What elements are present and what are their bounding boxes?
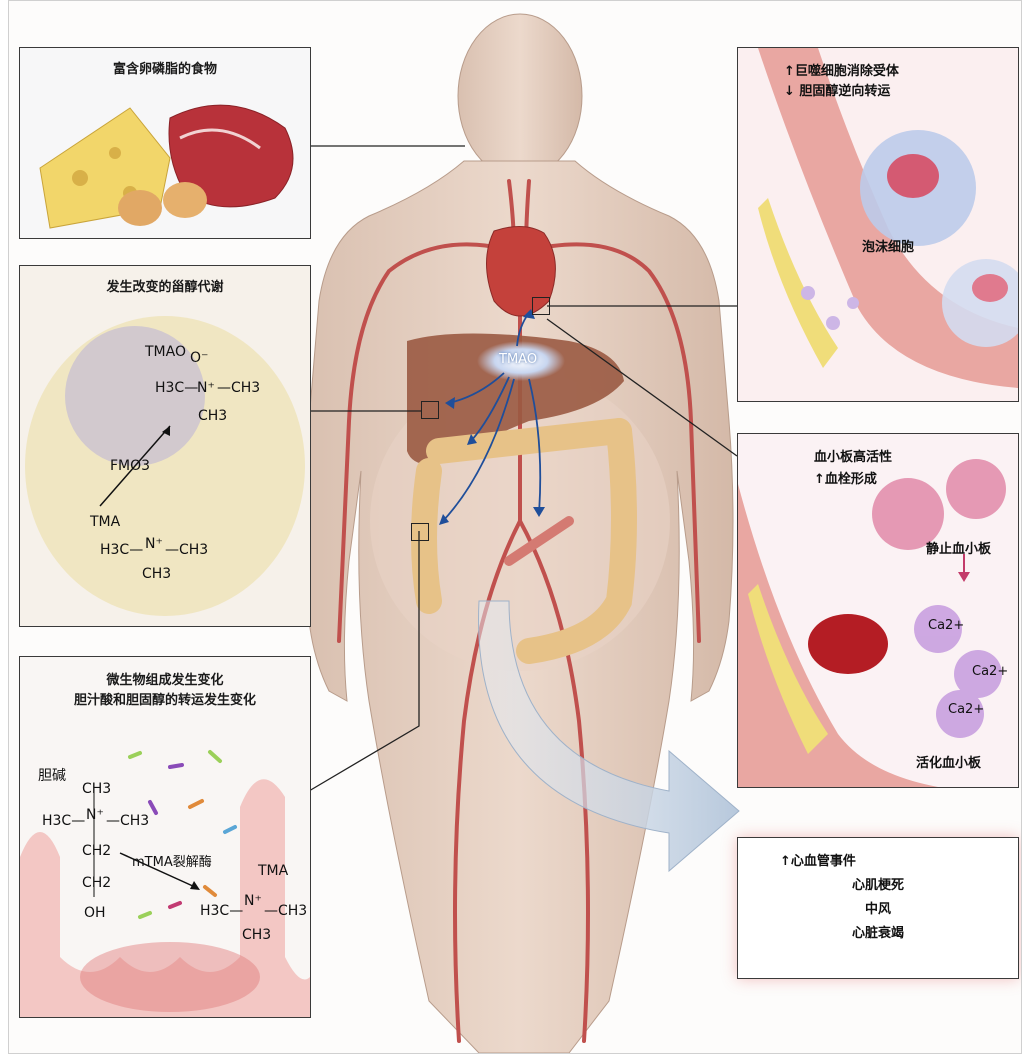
liver-tma-label: TMA bbox=[90, 514, 120, 530]
liver-tmao-n: N⁺ bbox=[197, 380, 215, 396]
foam-line2: ↓ 胆固醇逆向转运 bbox=[784, 80, 890, 99]
gut-tma-n: N⁺ bbox=[244, 893, 262, 909]
gut-panel: 微生物组成发生变化 胆汁酸和胆固醇的转运发生变化 胆碱 CH3 H3C— N⁺ … bbox=[19, 656, 311, 1018]
liver-tmao-label: TMAO bbox=[145, 344, 186, 360]
ca-label-3: Ca2+ bbox=[948, 702, 984, 717]
foam-line1: ↑巨噬细胞消除受体 bbox=[784, 60, 899, 79]
gut-choline-n: N⁺ bbox=[86, 807, 104, 823]
platelet-line2: ↑血栓形成 bbox=[814, 468, 877, 487]
liver-tmao-ch3-down: CH3 bbox=[198, 408, 227, 424]
gut-enzyme: mTMA裂解酶 bbox=[132, 851, 212, 870]
gut-villi-illustration bbox=[20, 657, 310, 1017]
resting-platelet-label: 静止血小板 bbox=[926, 538, 991, 557]
gut-tma-label: TMA bbox=[258, 863, 288, 879]
liver-tma-ch3-down: CH3 bbox=[142, 566, 171, 582]
event-item-heart-failure: 心脏衰竭 bbox=[738, 922, 1018, 941]
foam-cell-label: 泡沫细胞 bbox=[862, 236, 914, 255]
liver-panel: 发生改变的甾醇代谢 TMAO O⁻ H3C— N⁺ —CH3 CH3 FMO3 … bbox=[19, 265, 311, 627]
activated-platelet-label: 活化血小板 bbox=[916, 752, 981, 771]
foam-cell-illustration bbox=[738, 48, 1018, 401]
gut-ch2-1: CH2 bbox=[82, 843, 111, 859]
liver-tmao-ch3: —CH3 bbox=[217, 380, 260, 396]
liver-marker bbox=[421, 401, 439, 419]
figure-frame: TMAO 富含卵磷脂的食物 发生改变的甾醇代谢 TMAO O⁻ H3C— N⁺ … bbox=[8, 0, 1022, 1054]
events-line1: ↑心血管事件 bbox=[780, 850, 856, 869]
platelet-line1: 血小板高活性 bbox=[814, 446, 892, 465]
gut-choline-label: 胆碱 bbox=[38, 765, 66, 785]
gut-tma-h3c: H3C— bbox=[200, 903, 243, 919]
human-body bbox=[305, 14, 733, 1053]
platelet-illustration bbox=[738, 434, 1018, 787]
gut-ch2-2: CH2 bbox=[82, 875, 111, 891]
gut-choline-ch3-top: CH3 bbox=[82, 781, 111, 797]
ca-label-1: Ca2+ bbox=[928, 618, 964, 633]
food-panel: 富含卵磷脂的食物 bbox=[19, 47, 311, 239]
events-panel: ↑心血管事件 心肌梗死 中风 心脏衰竭 bbox=[737, 837, 1019, 979]
gut-tma-ch3-down: CH3 bbox=[242, 927, 271, 943]
gut-choline-ch3: —CH3 bbox=[106, 813, 149, 829]
gut-tma-ch3: —CH3 bbox=[264, 903, 307, 919]
heart-marker bbox=[532, 297, 550, 315]
foam-panel: ↑巨噬细胞消除受体 ↓ 胆固醇逆向转运 泡沫细胞 bbox=[737, 47, 1019, 402]
body-tmao-label: TMAO bbox=[499, 352, 537, 367]
gut-marker bbox=[411, 523, 429, 541]
liver-tma-n: N⁺ bbox=[145, 536, 163, 552]
liver-enzyme: FMO3 bbox=[110, 458, 150, 474]
ca-label-2: Ca2+ bbox=[972, 664, 1008, 679]
event-item-stroke: 中风 bbox=[738, 898, 1018, 917]
event-item-mi: 心肌梗死 bbox=[738, 874, 1018, 893]
platelet-panel: 血小板高活性 ↑血栓形成 静止血小板 Ca2+ Ca2+ Ca2+ 活化血小板 bbox=[737, 433, 1019, 788]
food-illustration bbox=[20, 48, 310, 238]
gut-choline-h3c: H3C— bbox=[42, 813, 85, 829]
gut-oh: OH bbox=[84, 905, 106, 921]
liver-tma-h3c: H3C— bbox=[100, 542, 143, 558]
liver-o-minus: O⁻ bbox=[190, 350, 208, 366]
liver-tma-ch3: —CH3 bbox=[165, 542, 208, 558]
liver-tmao-h3c: H3C— bbox=[155, 380, 198, 396]
